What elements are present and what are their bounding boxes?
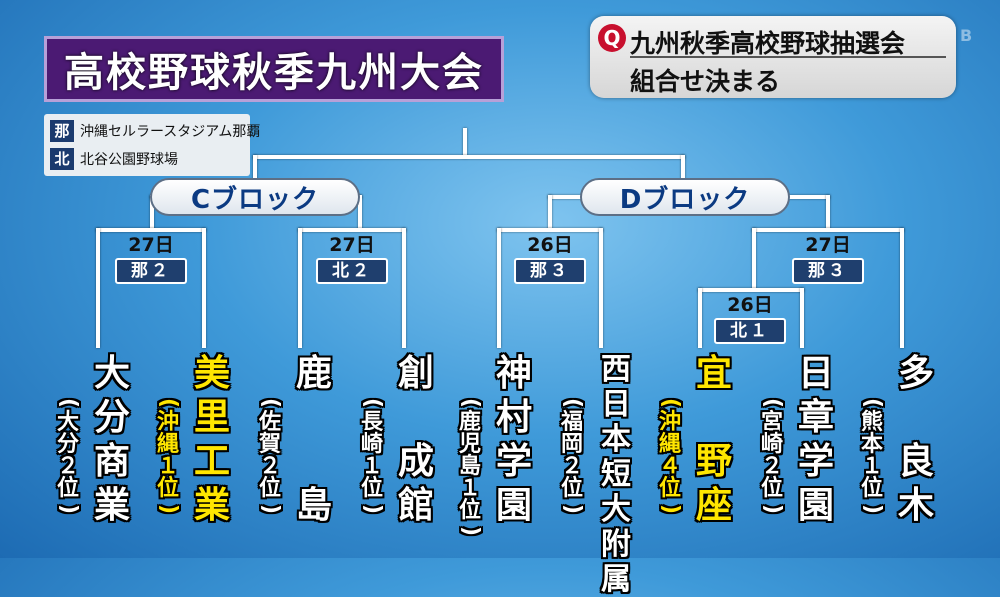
legend-key: 那 [50, 120, 74, 142]
team-name: 大分商業 [93, 353, 130, 526]
news-divider [630, 56, 946, 58]
venue-legend: 那 沖縄セルラースタジアム那覇 北 北谷公園野球場 [44, 114, 260, 176]
broadcaster-logo-icon: Q [598, 24, 626, 52]
team-name: 鹿島 [295, 353, 332, 526]
block-label-c: Cブロック [150, 178, 360, 216]
news-caption-box: Q 九州秋季高校野球抽選会 組合せ決まる [590, 16, 956, 98]
match-venue-badge: 那３ [514, 258, 586, 284]
match-venue-badge: 北２ [316, 258, 388, 284]
team-name: 神村学園 [495, 353, 532, 526]
legend-item: 北 北谷公園野球場 [50, 148, 178, 170]
match-venue-badge: 那３ [792, 258, 864, 284]
team-name: 西日本短大附属 [601, 352, 631, 597]
match-date: 26日 [527, 234, 573, 256]
match-date: 27日 [805, 234, 851, 256]
legend-item: 那 沖縄セルラースタジアム那覇 [50, 120, 260, 142]
news-headline: 九州秋季高校野球抽選会 [630, 29, 906, 58]
match-venue-badge: 那２ [115, 258, 187, 284]
team-name: 美里工業 [193, 353, 230, 526]
match-date: 27日 [329, 234, 375, 256]
team-name: 多良木 [897, 353, 934, 526]
team-name: 創成館 [397, 353, 434, 526]
page-title: 高校野球秋季九州大会 [44, 36, 504, 102]
match-date: 27日 [128, 234, 174, 256]
legend-key: 北 [50, 148, 74, 170]
team-name: 宜野座 [695, 353, 732, 526]
match-venue-badge: 北１ [714, 318, 786, 344]
news-subheadline: 組合せ決まる [630, 67, 781, 96]
channel-watermark: B [960, 26, 973, 45]
match-date: 26日 [727, 294, 773, 316]
legend-label: 沖縄セルラースタジアム那覇 [80, 124, 261, 140]
legend-label: 北谷公園野球場 [80, 152, 178, 168]
team-name: 日章学園 [797, 353, 834, 526]
block-label-d: Dブロック [580, 178, 790, 216]
